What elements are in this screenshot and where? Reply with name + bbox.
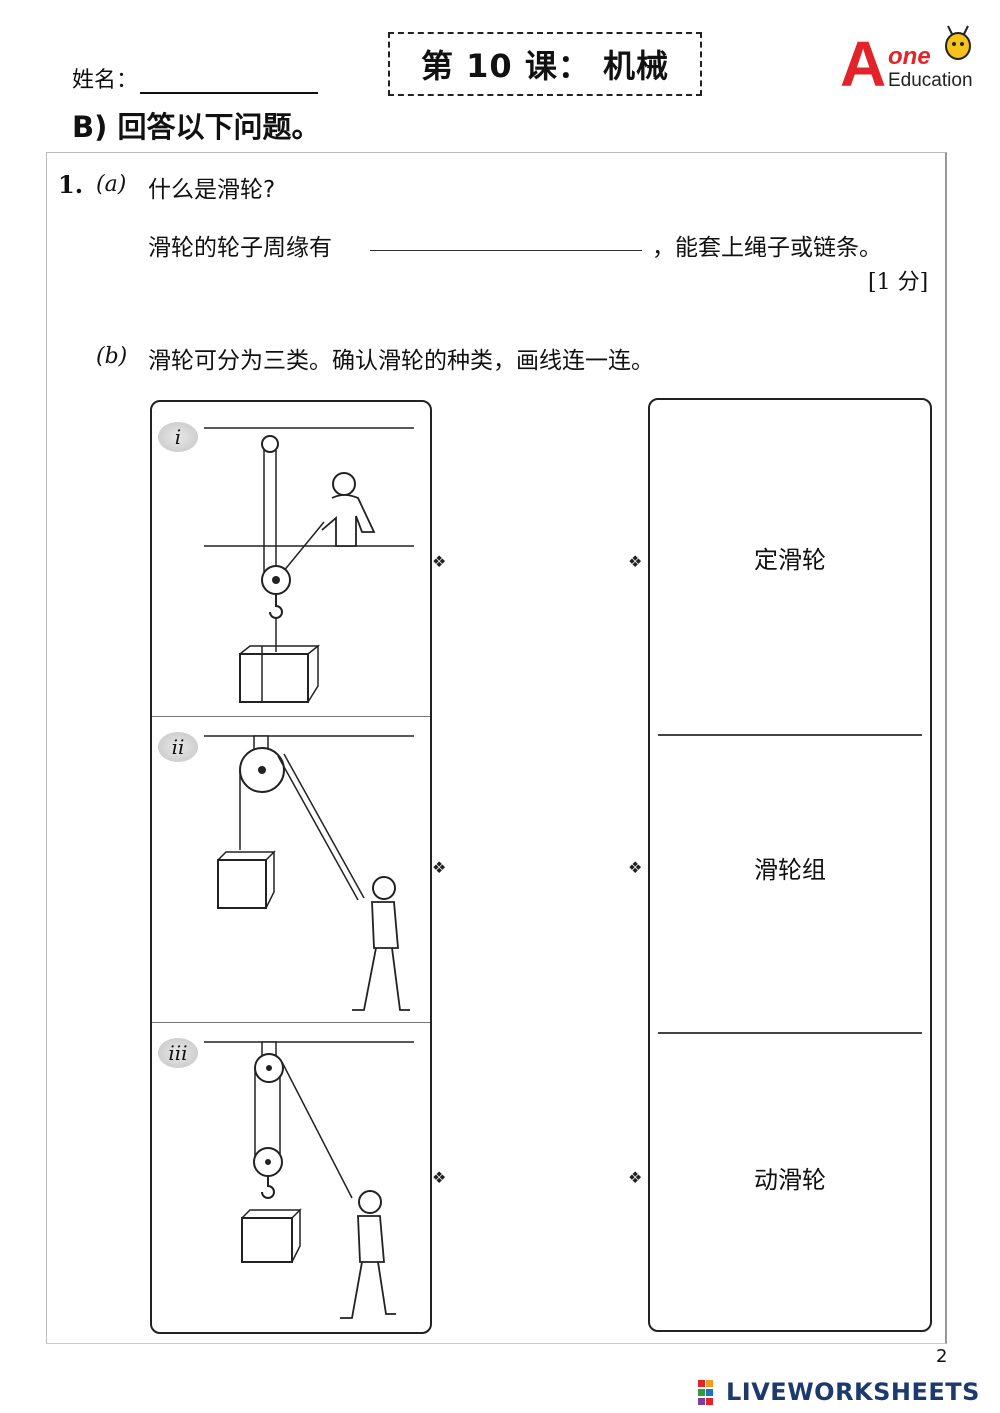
aone-education-logo: A one Education: [840, 25, 973, 94]
part-a-marks: [1 分]: [868, 270, 929, 295]
liveworksheets-brand: LIVEWORKSHEETS: [726, 1378, 980, 1406]
liveworksheets-logo-icon: [698, 1380, 713, 1405]
pulley-picture-i: i: [152, 402, 430, 716]
box-load-icon: [217, 859, 267, 909]
connector-dot-answer-3[interactable]: ❖: [628, 1168, 643, 1187]
hook-icon: [269, 594, 283, 619]
answer-movable-pulley: 动滑轮: [754, 1166, 826, 1194]
person-head-icon: [372, 876, 396, 900]
answer-pulley-system: 滑轮组: [754, 856, 826, 884]
part-a-answer-prefix: 滑轮的轮子周缘有: [148, 235, 332, 261]
box-load-icon: [239, 653, 309, 703]
connector-dot-picture-i[interactable]: ❖: [432, 552, 447, 571]
answer-divider: [658, 1032, 922, 1034]
pulley-system-illustration: [204, 1041, 414, 1319]
answer-divider: [658, 734, 922, 736]
bee-icon: [945, 32, 971, 60]
person-head-icon: [332, 472, 356, 496]
person-body-icon: [357, 1215, 385, 1263]
answer-fixed-pulley: 定滑轮: [754, 546, 826, 574]
lesson-title: 第 10 课： 机械: [388, 32, 702, 96]
pulley-picture-ii: ii: [152, 716, 430, 1022]
single-pulley-illustration: [204, 735, 414, 1011]
box-load-icon: [241, 1217, 293, 1263]
connector-dot-answer-2[interactable]: ❖: [628, 858, 643, 877]
pulley-pictures-panel: i ii: [150, 400, 432, 1334]
picture-divider: [152, 1022, 430, 1023]
hook-icon: [261, 1176, 275, 1199]
connector-dot-picture-iii[interactable]: ❖: [432, 1168, 447, 1187]
page-number: 2: [936, 1346, 948, 1367]
part-a-answer-suffix: ，能套上绳子或链条。: [652, 235, 882, 261]
person-body-icon: [321, 494, 376, 547]
name-answer-line[interactable]: [140, 92, 318, 94]
part-a-answer-blank[interactable]: [370, 250, 642, 251]
person-head-icon: [358, 1190, 382, 1214]
top-pulley-icon: [261, 435, 279, 453]
section-title: B) 回答以下问题。: [72, 110, 321, 144]
part-a-question: 什么是滑轮?: [148, 177, 276, 203]
part-a-label: (a): [96, 172, 127, 197]
name-label: 姓名：: [72, 68, 139, 93]
pulley-types-panel: 定滑轮 滑轮组 动滑轮: [648, 398, 932, 1332]
picture-divider: [152, 716, 430, 717]
picture-label-iii: iii: [158, 1038, 198, 1068]
connector-dot-answer-1[interactable]: ❖: [628, 552, 643, 571]
pulley-picture-iii: iii: [152, 1022, 430, 1332]
part-b-question: 滑轮可分为三类。确认滑轮的种类，画线连一连。: [148, 348, 654, 374]
fixed-pulley-illustration: [204, 427, 414, 703]
person-body-icon: [371, 901, 399, 949]
question-number: 1.: [58, 170, 84, 199]
part-b-label: (b): [96, 344, 128, 369]
connector-dot-picture-ii[interactable]: ❖: [432, 858, 447, 877]
worksheet-frame: [46, 152, 947, 1344]
logo-a: A: [840, 28, 886, 94]
picture-label-ii: ii: [158, 732, 198, 762]
logo-one: one: [888, 43, 931, 70]
logo-education: Education: [888, 70, 973, 91]
picture-label-i: i: [158, 422, 198, 452]
